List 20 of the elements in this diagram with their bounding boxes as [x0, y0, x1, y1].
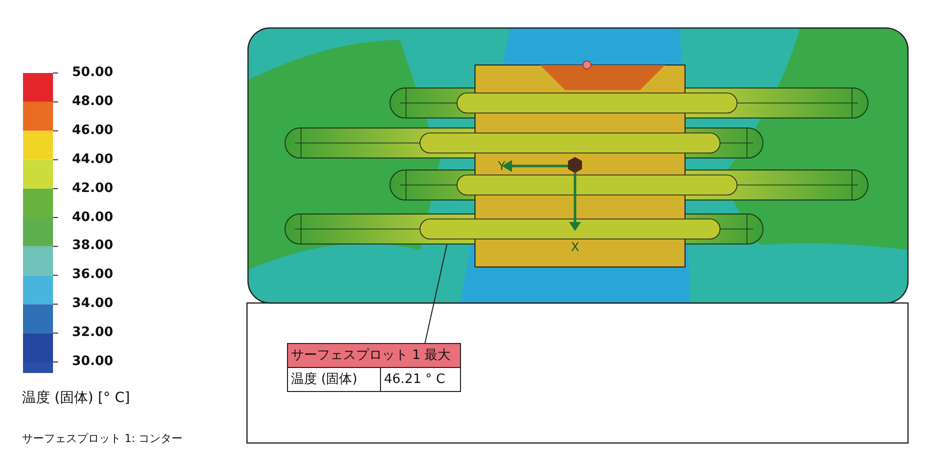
- scale-tick-label: 48.00: [72, 94, 114, 110]
- scale-tick-label: 32.00: [72, 325, 114, 342]
- plot-caption: サーフェスプロット 1: コンター: [22, 431, 183, 447]
- callout-table: [287, 343, 461, 392]
- axis-label: X: [571, 240, 580, 254]
- scale-tick-label: 40.00: [72, 210, 114, 226]
- scale-tick-label: 34.00: [72, 296, 114, 312]
- table-cell: 温度 (固体): [288, 368, 381, 391]
- scale-tick-label: 44.00: [72, 152, 114, 168]
- scale-tick-label: 36.00: [72, 267, 114, 284]
- leader-line: [424, 244, 448, 344]
- scale-title: 温度 (固体) [° C]: [22, 389, 130, 408]
- scale-tick-label: 30.00: [72, 354, 114, 370]
- scale-tick-label: 50.00: [72, 65, 114, 81]
- scale-tick-label: 42.00: [72, 180, 114, 197]
- table-cell-text: 46.21 ° C: [383, 371, 446, 389]
- table-header: サーフェスプロット 1 最大: [288, 344, 460, 368]
- scale-tick-label: 38.00: [72, 238, 114, 254]
- axis-label: Y: [498, 159, 506, 173]
- scale-tick-label: 46.00: [72, 122, 114, 139]
